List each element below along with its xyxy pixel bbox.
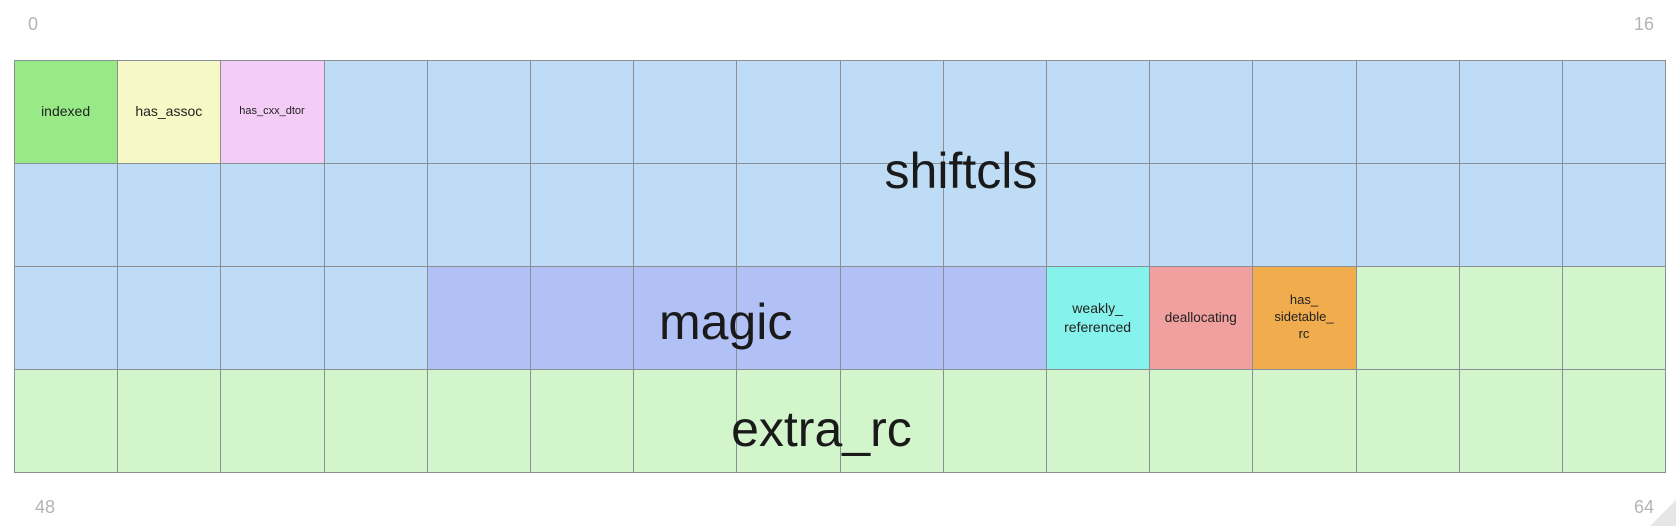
bit-cell-shiftcls: [323, 163, 428, 267]
bit-cell-extra-rc: [220, 369, 325, 473]
bit-cell-shiftcls: [1355, 60, 1460, 164]
field-label-has-sidetable-rc: has_ sidetable_ rc: [1274, 292, 1334, 341]
bit-cell-extra-rc: [1458, 369, 1563, 473]
bit-cell-shiftcls: [323, 60, 428, 164]
bit-cell-shiftcls: [736, 163, 841, 267]
field-label-has-cxx-dtor: has_cxx_dtor: [239, 105, 305, 118]
bit-cell-shiftcls: [1252, 163, 1357, 267]
field-label-indexed: indexed: [41, 103, 91, 120]
bit-cell-extra-rc: [1252, 369, 1357, 473]
bit-index-top-right: 16: [1633, 14, 1654, 34]
bit-cell-shiftcls: [633, 60, 738, 164]
bit-cell-extra-rc: [1458, 266, 1563, 370]
bit-cell-has-sidetable-rc: [1252, 266, 1357, 370]
bit-cell-has-assoc: [117, 60, 222, 164]
bit-cell-extra-rc: [14, 369, 119, 473]
bit-cell-shiftcls: [530, 60, 635, 164]
bit-cell-magic: [530, 266, 635, 370]
bit-cell-shiftcls: [839, 163, 944, 267]
bit-cell-shiftcls: [1046, 163, 1151, 267]
bit-cell-shiftcls: [1562, 163, 1667, 267]
bit-cell-shiftcls: [1149, 163, 1254, 267]
bit-index-bottom-right: 64: [1633, 497, 1654, 517]
bit-cell-extra-rc: [530, 369, 635, 473]
bit-cell-extra-rc: [426, 369, 531, 473]
bit-cell-extra-rc: [942, 369, 1047, 473]
bit-cell-shiftcls: [736, 60, 841, 164]
bit-cell-shiftcls: [117, 163, 222, 267]
bit-cell-shiftcls: [1458, 163, 1563, 267]
bit-cell-magic: [942, 266, 1047, 370]
field-label-deallocating: deallocating: [1164, 309, 1237, 325]
bit-cell-shiftcls: [1458, 60, 1563, 164]
bit-cell-shiftcls: [1252, 60, 1357, 164]
bit-cell-shiftcls: [633, 163, 738, 267]
bit-cell-extra-rc: [1562, 266, 1667, 370]
bit-cell-extra-rc: [117, 369, 222, 473]
bit-cell-magic: [633, 266, 738, 370]
bit-cell-extra-rc: [1562, 369, 1667, 473]
bit-cell-shiftcls: [1046, 60, 1151, 164]
bit-cell-shiftcls: [1562, 60, 1667, 164]
bit-cell-extra-rc: [1046, 369, 1151, 473]
bit-cell-extra-rc: [736, 369, 841, 473]
field-label-has-assoc: has_assoc: [135, 103, 203, 120]
bit-cell-shiftcls: [1355, 163, 1460, 267]
bit-cell-shiftcls: [220, 163, 325, 267]
bit-cell-extra-rc: [1149, 369, 1254, 473]
bit-index-top-left: 0: [28, 14, 39, 34]
page-curl-decoration: [1650, 500, 1676, 526]
bit-cell-shiftcls: [220, 266, 325, 370]
bit-cell-shiftcls: [942, 163, 1047, 267]
bit-cell-shiftcls: [323, 266, 428, 370]
bit-cell-shiftcls: [14, 266, 119, 370]
bit-cell-magic: [736, 266, 841, 370]
bit-cell-magic: [839, 266, 944, 370]
bit-cell-shiftcls: [839, 60, 944, 164]
field-label-weakly-referenced: weakly_ referenced: [1064, 300, 1132, 335]
bit-cell-shiftcls: [426, 163, 531, 267]
bit-cell-shiftcls: [117, 266, 222, 370]
bit-cell-shiftcls: [942, 60, 1047, 164]
bit-cell-shiftcls: [14, 163, 119, 267]
bit-cell-extra-rc: [1355, 369, 1460, 473]
bit-index-bottom-left: 48: [35, 497, 56, 517]
bit-cell-extra-rc: [323, 369, 428, 473]
bit-cell-shiftcls: [1149, 60, 1254, 164]
bit-cell-extra-rc: [839, 369, 944, 473]
bit-cell-extra-rc: [633, 369, 738, 473]
bit-cell-shiftcls: [426, 60, 531, 164]
bit-cell-extra-rc: [1355, 266, 1460, 370]
bit-cell-magic: [426, 266, 531, 370]
bit-cell-shiftcls: [530, 163, 635, 267]
